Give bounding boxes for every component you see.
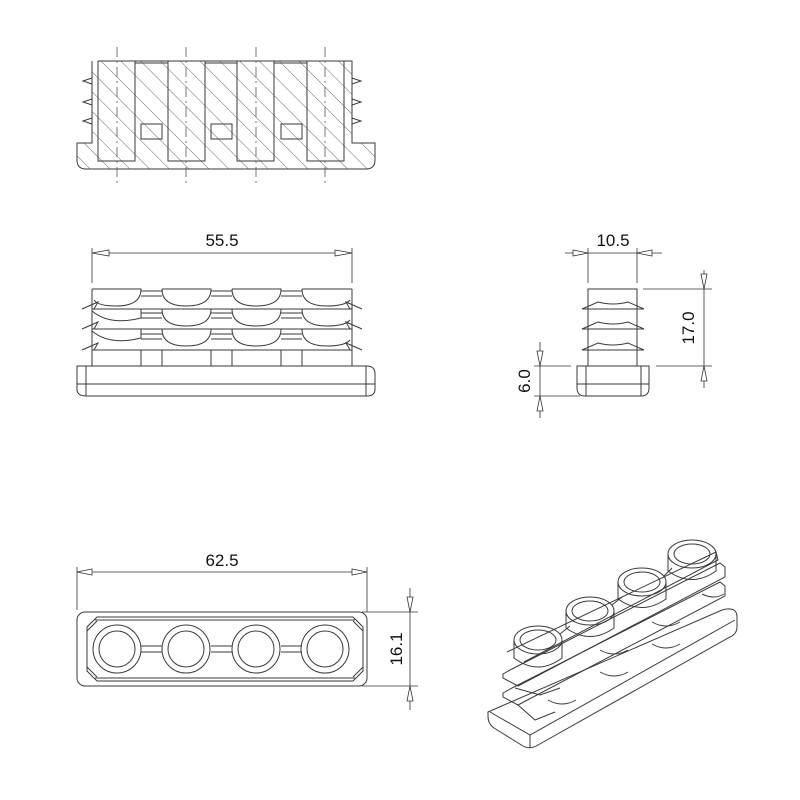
top-view: 62.5 16.1 — [76, 551, 418, 710]
dim-front-width: 55.5 — [205, 231, 238, 250]
side-view: 10.5 17.0 6.0 — [515, 231, 712, 418]
dim-side-flange: 6.0 — [515, 369, 534, 393]
dim-top-length: 62.5 — [205, 551, 238, 570]
dim-side-height: 17.0 — [679, 311, 698, 344]
front-view: 55.5 — [76, 231, 376, 397]
dim-side-width: 10.5 — [596, 231, 629, 250]
dim-top-width: 16.1 — [387, 632, 406, 665]
section-view — [76, 47, 376, 185]
isometric-view — [487, 539, 738, 749]
